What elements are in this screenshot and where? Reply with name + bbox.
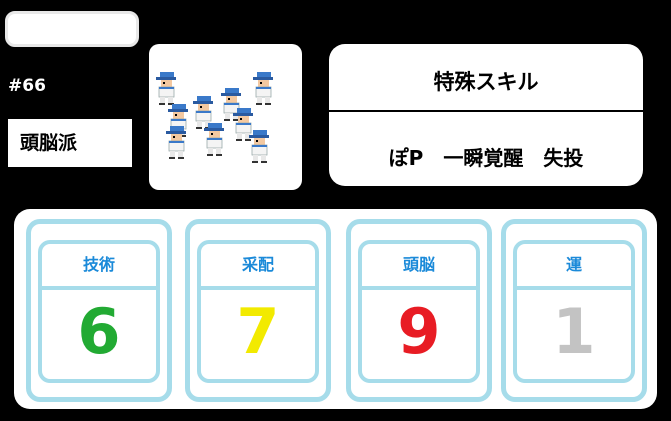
skill-divider xyxy=(329,110,643,112)
player-type-box: 頭脳派 xyxy=(8,119,132,167)
stat-label: 運 xyxy=(517,244,631,290)
player-name-tag: 覚醒 餅 xyxy=(5,11,139,68)
stat-value: 1 xyxy=(552,295,596,368)
player-sprite-panel xyxy=(149,44,302,190)
stat-card-brains: 頭脳 9 xyxy=(346,219,492,402)
stat-label: 采配 xyxy=(201,244,315,290)
stat-value: 9 xyxy=(397,295,441,368)
stat-card-luck: 運 1 xyxy=(501,219,647,402)
stat-value: 7 xyxy=(236,295,280,368)
player-type: 頭脳派 xyxy=(20,132,78,154)
baseball-players-pixel-icon xyxy=(155,71,274,164)
stat-value: 6 xyxy=(77,295,121,368)
special-skill-panel: 特殊スキル ぽP 一瞬覚醒 失投 xyxy=(329,44,643,186)
stat-card-tactics: 采配 7 xyxy=(185,219,331,402)
skill-list: ぽP 一瞬覚醒 失投 xyxy=(388,146,584,170)
stats-panel: 技術 6 采配 7 頭脳 9 運 1 xyxy=(14,209,657,409)
stat-label: 頭脳 xyxy=(362,244,476,290)
player-name: 覚醒 餅 xyxy=(29,50,90,68)
stat-label: 技術 xyxy=(42,244,156,290)
skill-title: 特殊スキル xyxy=(433,70,539,94)
stat-card-technique: 技術 6 xyxy=(26,219,172,402)
player-number: #66 xyxy=(8,76,46,96)
